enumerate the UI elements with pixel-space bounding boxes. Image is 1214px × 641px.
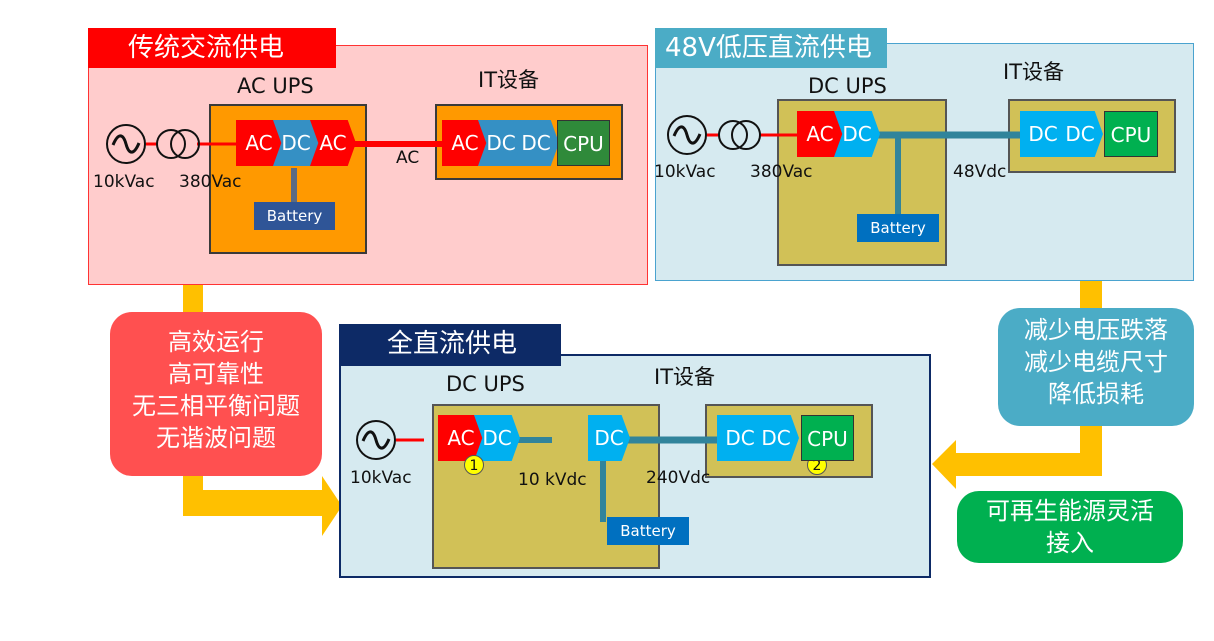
transformer-voltage-label: 380Vac	[179, 172, 242, 192]
battery-block: Battery	[857, 214, 939, 242]
sine-glyph	[672, 125, 702, 145]
transformer-icon-coil	[731, 120, 761, 150]
it-stage-dc-1: DC	[717, 415, 763, 461]
transformer-icon	[156, 129, 186, 159]
it-equipment-label: IT设备	[1003, 60, 1065, 84]
benefit-line: 减少电缆尺寸	[1024, 348, 1168, 376]
it-stage-dc-2: DC	[753, 415, 799, 461]
benefit-line: 接入	[1046, 529, 1094, 557]
benefit-line: 降低损耗	[1048, 380, 1144, 408]
ac-source-icon	[106, 124, 146, 164]
hv-dc-benefits-callout: 减少电压跌落 减少电缆尺寸 降低损耗	[998, 308, 1194, 426]
right-flow-arrow	[932, 280, 1102, 489]
benefit-line: 可再生能源灵活	[986, 497, 1154, 525]
full-dc-title: 全直流供电	[339, 324, 561, 366]
ac-source-icon	[356, 420, 396, 460]
cpu-block: CPU	[557, 120, 610, 166]
benefit-line: 减少电压跌落	[1024, 316, 1168, 344]
benefit-line: 无三相平衡问题	[132, 392, 300, 420]
ups-stage-dc-dc: DC	[588, 415, 630, 461]
benefit-line: 高效运行	[168, 328, 264, 356]
cpu-block: CPU	[1104, 111, 1158, 157]
source-voltage-label: 10kVac	[93, 172, 155, 192]
renewable-access-callout: 可再生能源灵活 接入	[957, 491, 1183, 563]
traditional-ac-title: 传统交流供电	[88, 28, 336, 68]
left-flow-arrow	[183, 280, 342, 536]
battery-block: Battery	[254, 202, 335, 230]
sine-glyph	[111, 134, 141, 154]
source-voltage-label: 10kVac	[350, 468, 412, 488]
ac-source-icon	[667, 115, 707, 155]
ac-link-label: AC	[396, 148, 420, 168]
source-voltage-label: 10kVac	[654, 162, 716, 182]
dc-ups-label: DC UPS	[446, 372, 525, 396]
dc-link-label: 48Vdc	[953, 162, 1007, 182]
ups-stage-ac: AC	[438, 415, 484, 461]
mv-dc-link-label: 10 kVdc	[518, 470, 587, 490]
transformer-icon	[718, 120, 748, 150]
ups-stage-ac-in: AC	[236, 120, 282, 166]
low-voltage-dc-title: 48V低压直流供电	[655, 28, 887, 68]
it-equipment-label: IT设备	[654, 365, 716, 389]
ups-stage-ac: AC	[797, 111, 843, 157]
it-equipment-label: IT设备	[478, 68, 540, 92]
ac-ups-label: AC UPS	[237, 74, 314, 98]
lv-dc-link-label: 240Vdc	[646, 468, 711, 488]
sine-glyph	[361, 430, 391, 450]
ac-to-dc-benefits-callout: 高效运行 高可靠性 无三相平衡问题 无谐波问题	[110, 312, 322, 476]
transformer-icon-coil	[170, 129, 200, 159]
cpu-block: CPU	[801, 415, 854, 461]
dc-ups-label: DC UPS	[808, 74, 887, 98]
transformer-voltage-label: 380Vac	[750, 162, 813, 182]
benefit-line: 高可靠性	[168, 360, 264, 388]
benefit-line: 无谐波问题	[156, 424, 276, 452]
it-stage-dc-1: DC	[1020, 111, 1066, 157]
stage-badge-1: 1	[464, 455, 484, 475]
it-stage-ac: AC	[442, 120, 488, 166]
battery-block: Battery	[607, 517, 689, 545]
